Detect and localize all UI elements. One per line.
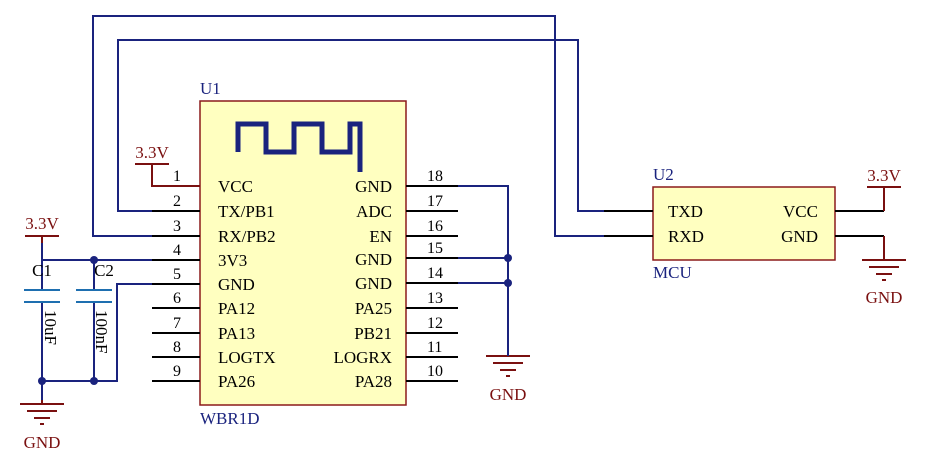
u1-left-pin-numbers: 1 2 3 4 5 6 7 8 9 (173, 168, 181, 380)
pin-number: 13 (427, 290, 443, 307)
pin-name: PA13 (218, 324, 255, 343)
u2-pin-txd: TXD (668, 202, 703, 221)
u1-value: WBR1D (200, 409, 260, 428)
u1-body (199, 100, 407, 406)
pin-number: 18 (427, 168, 443, 185)
junction-dot (90, 377, 98, 385)
junction-dot (504, 279, 512, 287)
pin-number: 14 (427, 265, 443, 282)
pin-number: 4 (173, 242, 181, 259)
c2-value: 100nF (92, 310, 111, 353)
pin-number: 6 (173, 290, 181, 307)
wire-rx-to-rxd (92, 15, 604, 237)
pin-name: RX/PB2 (218, 227, 276, 246)
pin-name: PA12 (218, 299, 255, 318)
pin-name: ADC (356, 202, 392, 221)
pin-name: GND (355, 177, 392, 196)
pin-name: VCC (218, 177, 253, 196)
pin-number: 12 (427, 315, 443, 332)
pin-number: 17 (427, 193, 443, 210)
capacitor-c1[interactable]: C1 10uF (24, 261, 60, 345)
vcc-symbol-caps: 3.3V (25, 214, 59, 243)
wire-gnd-net (42, 283, 152, 382)
pin-name: 3V3 (218, 251, 247, 270)
pin-name: EN (369, 227, 392, 246)
pin-name: TX/PB1 (218, 202, 275, 221)
u1-designator: U1 (200, 79, 221, 98)
pin-name: GND (218, 275, 255, 294)
pin-number: 2 (173, 193, 181, 210)
vcc-label: 3.3V (135, 143, 169, 162)
pin-number: 7 (173, 315, 181, 332)
u2-body (652, 186, 836, 261)
u1-component[interactable]: U1 WBR1D 1 2 (152, 79, 458, 428)
gnd-label: GND (866, 288, 903, 307)
c2-designator: C2 (94, 261, 114, 280)
pin-name: GND (355, 250, 392, 269)
pin-name: PA25 (355, 299, 392, 318)
capacitor-c2[interactable]: C2 100nF (76, 261, 114, 353)
junctions (38, 254, 512, 385)
u1-right-pin-names: GND ADC EN GND GND PA25 PB21 LOGRX PA28 (333, 177, 392, 391)
wires (41, 15, 604, 400)
u2-component[interactable]: U2 MCU TXD RXD VCC GND (604, 165, 884, 282)
pin-name: LOGTX (218, 348, 276, 367)
gnd-label: GND (24, 433, 61, 452)
pin-name: PB21 (354, 324, 392, 343)
pin-name: PA28 (355, 372, 392, 391)
c1-designator: C1 (32, 261, 52, 280)
gnd-symbol-u1: GND (486, 352, 530, 404)
pin-number: 3 (173, 218, 181, 235)
antenna-icon (235, 121, 363, 172)
vcc-label: 3.3V (867, 166, 901, 185)
c1-value: 10uF (41, 310, 60, 345)
vcc-label: 3.3V (25, 214, 59, 233)
pin-number: 16 (427, 218, 443, 235)
junction-dot (504, 254, 512, 262)
u1-left-pin-names: VCC TX/PB1 RX/PB2 3V3 GND PA12 PA13 LOGT… (218, 177, 276, 391)
u2-pin-rxd: RXD (668, 227, 704, 246)
pin-number: 10 (427, 363, 443, 380)
pin-number: 5 (173, 266, 181, 283)
pin-number: 1 (173, 168, 181, 185)
wire-tx-to-txd (117, 39, 604, 212)
pin-name: GND (355, 274, 392, 293)
u2-designator: U2 (653, 165, 674, 184)
u2-pin-vcc: VCC (783, 202, 818, 221)
pin-name: PA26 (218, 372, 255, 391)
wire-right-gnd-bus (458, 185, 509, 352)
vcc-symbol-u2: 3.3V (867, 166, 901, 211)
u1-right-pin-numbers: 18 17 16 15 14 13 12 11 10 (427, 168, 443, 380)
gnd-symbol-caps: GND (20, 400, 64, 452)
u1-right-pin-lines (406, 185, 458, 382)
u2-pin-gnd: GND (781, 227, 818, 246)
pin-number: 9 (173, 363, 181, 380)
junction-dot (38, 377, 46, 385)
pin-number: 8 (173, 339, 181, 356)
gnd-symbol-u2: GND (862, 236, 906, 307)
u2-value: MCU (653, 263, 692, 282)
pin-number: 11 (427, 339, 442, 356)
junction-dot (90, 256, 98, 264)
vcc-symbol-u1: 3.3V (135, 143, 200, 187)
gnd-label: GND (490, 385, 527, 404)
pin-name: LOGRX (333, 348, 392, 367)
pin-number: 15 (427, 240, 443, 257)
